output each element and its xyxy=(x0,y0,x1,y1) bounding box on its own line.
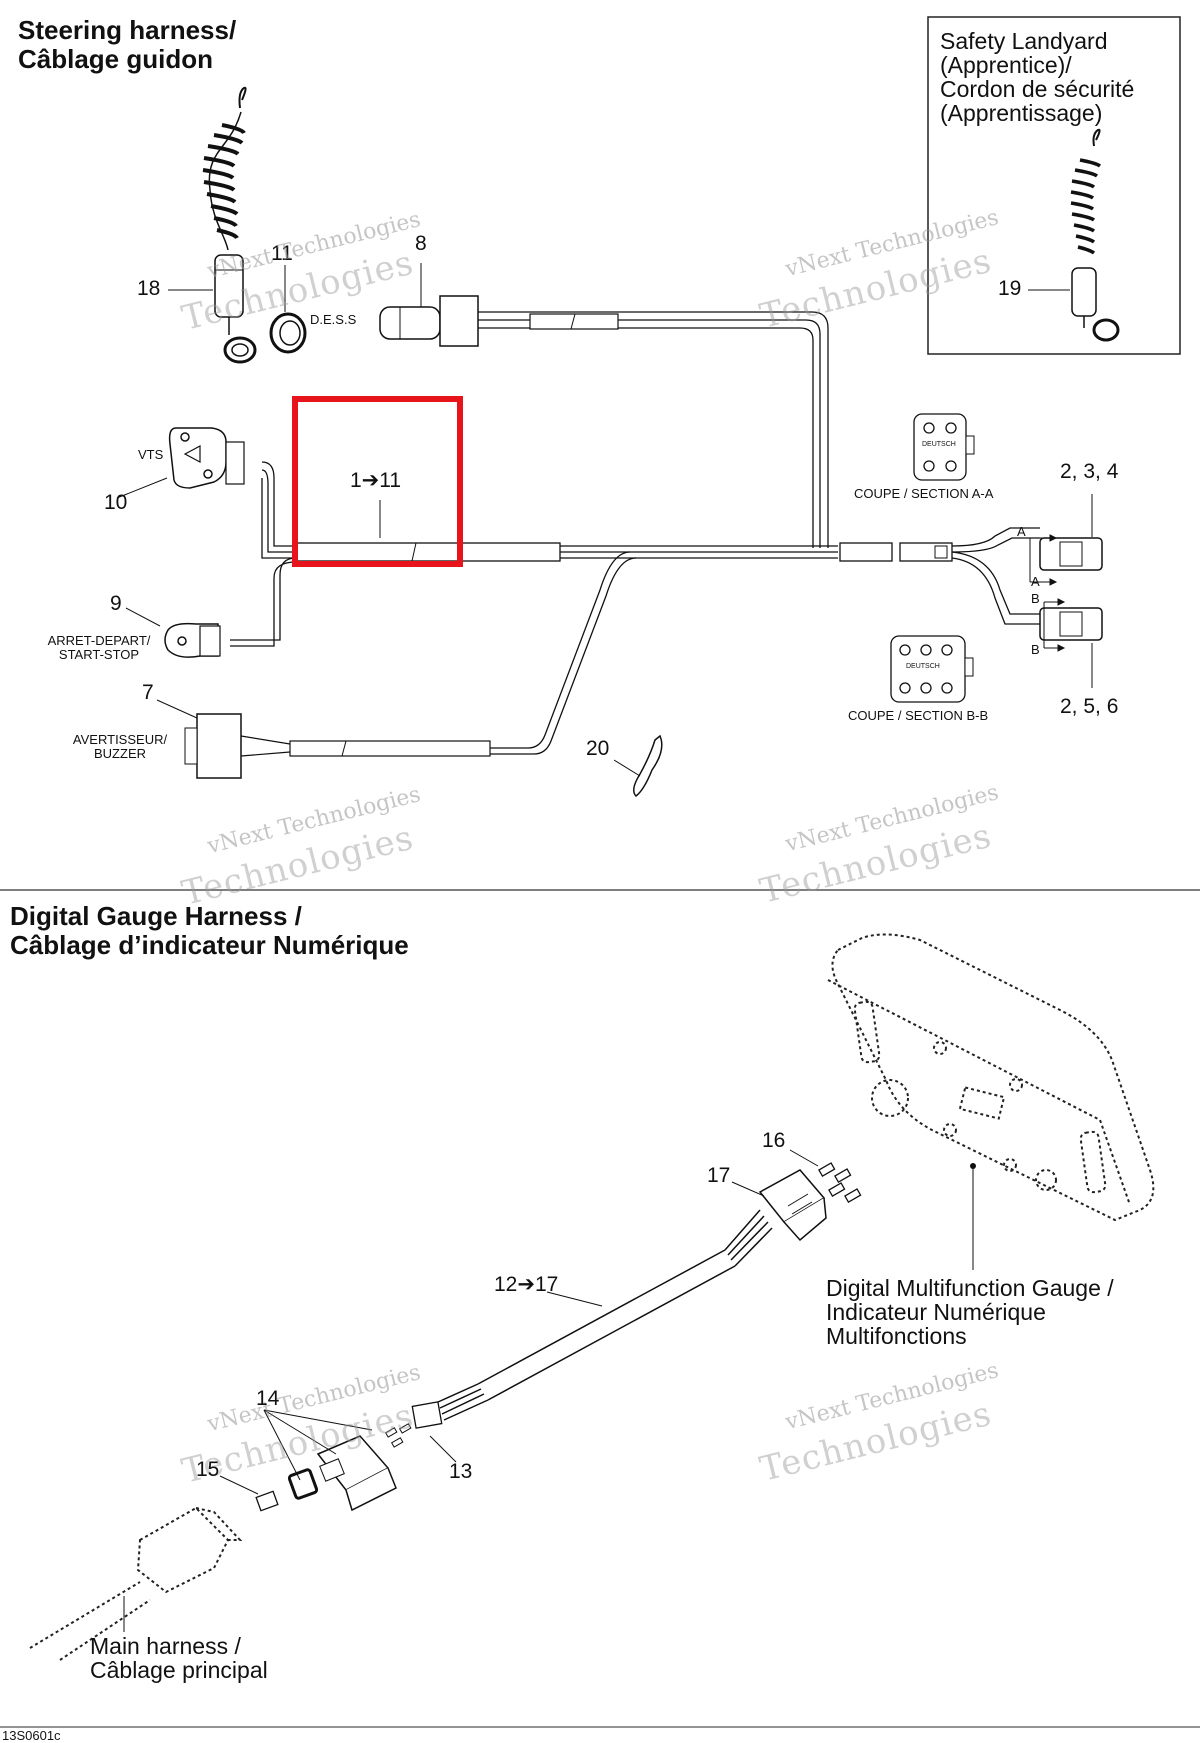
callout-7: 7 xyxy=(142,681,154,704)
callout-9: 9 xyxy=(110,592,122,615)
callout-12-17: 12➔17 xyxy=(494,1273,559,1296)
callout-8: 8 xyxy=(415,232,427,255)
callout-17: 17 xyxy=(707,1164,731,1187)
label-deutsch-bb: DEUTSCH xyxy=(906,663,940,670)
dess-connector xyxy=(379,295,479,347)
buzzer-line-1: AVERTISSEUR/ xyxy=(72,732,168,747)
lock-15 xyxy=(255,1490,279,1512)
digital-gauge xyxy=(827,933,1155,1222)
callout-13: 13 xyxy=(449,1460,473,1483)
callout-16: 16 xyxy=(762,1129,786,1152)
start-stop-line-1: ARRET-DEPART/ xyxy=(47,633,151,648)
label-section-bb: COUPE / SECTION B-B xyxy=(848,708,989,723)
right-fork xyxy=(951,527,1040,625)
lanyard-18 xyxy=(202,86,257,364)
start-stop-switch xyxy=(164,622,221,658)
title-line-2: Câblage guidon xyxy=(18,44,213,74)
main-harness-connector xyxy=(29,1506,243,1661)
deutsch-bb xyxy=(890,635,974,703)
leader-14 xyxy=(263,1409,373,1481)
callout-1-11: 1➔11 xyxy=(350,469,402,492)
gauge-cable xyxy=(437,1209,773,1421)
dess-wires xyxy=(478,311,829,548)
vts-switch xyxy=(168,427,245,489)
label-b-bottom: B xyxy=(1031,642,1040,657)
label-vts: VTS xyxy=(138,447,164,462)
callout-19: 19 xyxy=(998,277,1022,300)
gauge-title-line-1: Digital Gauge Harness / xyxy=(10,901,302,931)
lanyard-19 xyxy=(1070,128,1120,342)
connector-bb xyxy=(1039,607,1103,641)
label-digital-gauge: Digital Multifunction Gauge / Indicateur… xyxy=(826,1276,1114,1348)
callout-18: 18 xyxy=(137,277,161,300)
gauge-title-line-2: Câblage d’indicateur Numérique xyxy=(10,930,409,960)
landyard-title: Safety Landyard (Apprentice)/ Cordon de … xyxy=(940,29,1134,125)
tie-wrap xyxy=(633,734,663,797)
landyard-box xyxy=(927,16,1181,355)
connector-aa xyxy=(1039,537,1103,571)
gauge-connector xyxy=(758,1169,827,1242)
gauge-label-line-1: Digital Multifunction Gauge / xyxy=(826,1275,1114,1301)
callout-2-5-6: 2, 5, 6 xyxy=(1060,695,1119,718)
section-title-steering: Steering harness/ Câblage guidon xyxy=(18,16,236,74)
ring-11 xyxy=(269,312,307,354)
terminals-16 xyxy=(818,1162,862,1203)
callout-11: 11 xyxy=(271,242,293,265)
start-stop-line-2: START-STOP xyxy=(58,647,140,662)
deutsch-aa xyxy=(913,413,975,481)
callout-20: 20 xyxy=(586,737,610,760)
callout-14: 14 xyxy=(256,1387,280,1410)
label-deutsch-aa: DEUTSCH xyxy=(922,441,956,448)
landyard-line-2: (Apprentice)/ xyxy=(940,52,1072,78)
title-line-1: Steering harness/ xyxy=(18,15,237,45)
landyard-line-4: (Apprentissage) xyxy=(940,100,1103,126)
callout-2-3-4: 2, 3, 4 xyxy=(1060,460,1119,483)
callout-10: 10 xyxy=(104,491,128,514)
connector-14 xyxy=(287,1423,412,1512)
label-dess: D.E.S.S xyxy=(310,312,357,327)
buzzer xyxy=(184,713,291,779)
gauge-label-line-2: Indicateur Numérique xyxy=(826,1299,1046,1325)
main-harness-line-1: Main harness / xyxy=(90,1633,241,1659)
main-harness xyxy=(230,461,838,755)
label-start-stop: ARRET-DEPART/ START-STOP xyxy=(40,634,158,662)
section-marks xyxy=(1029,534,1066,652)
drawing-code: 13S0601c xyxy=(2,1728,61,1743)
landyard-line-3: Cordon de sécurité xyxy=(940,76,1135,102)
label-a-bottom: A xyxy=(1031,574,1040,589)
buzzer-line-2: BUZZER xyxy=(94,746,146,761)
section-title-gauge: Digital Gauge Harness / Câblage d’indica… xyxy=(10,902,409,960)
label-buzzer: AVERTISSEUR/ BUZZER xyxy=(66,733,174,761)
highlight-box xyxy=(292,396,463,567)
connector-13 xyxy=(411,1401,443,1429)
label-section-aa: COUPE / SECTION A-A xyxy=(854,486,994,501)
main-sleeve xyxy=(295,542,561,562)
label-main-harness: Main harness / Câblage principal xyxy=(90,1634,268,1682)
label-a-top: A xyxy=(1017,524,1026,539)
landyard-line-1: Safety Landyard xyxy=(940,28,1108,54)
main-harness-line-2: Câblage principal xyxy=(90,1657,268,1683)
label-b-top: B xyxy=(1031,591,1040,606)
callout-15: 15 xyxy=(196,1458,220,1481)
gauge-label-line-3: Multifonctions xyxy=(826,1323,967,1349)
